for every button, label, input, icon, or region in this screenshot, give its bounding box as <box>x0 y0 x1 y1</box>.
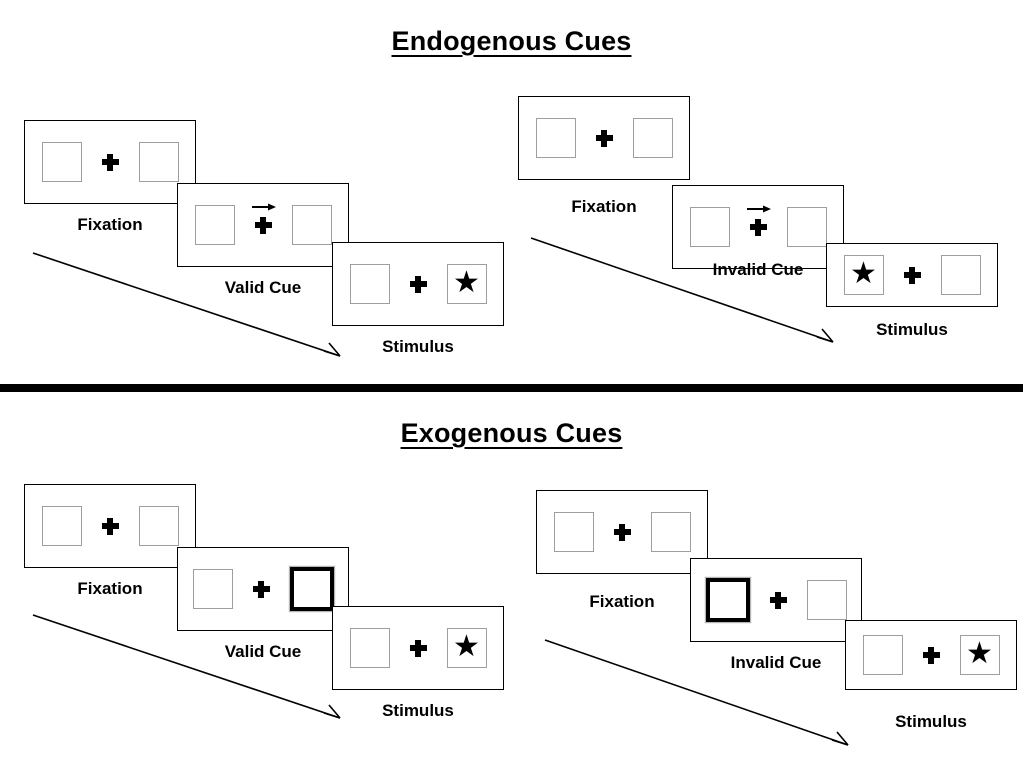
left-box-cued <box>705 578 750 622</box>
left-box-with-target: ★ <box>843 255 884 295</box>
frame-label-fixation: Fixation <box>589 592 655 611</box>
time-arrow-endogenous-valid <box>32 252 341 357</box>
left-box <box>535 118 576 158</box>
frame-content <box>673 186 843 268</box>
frame-exogenous-valid-fixation <box>24 484 196 568</box>
frame-endogenous-valid-stimulus: ★ <box>332 242 504 326</box>
frame-label-valid-cue: Valid Cue <box>224 278 302 297</box>
star-icon: ★ <box>966 637 993 670</box>
frame-label-stimulus: Stimulus <box>876 320 948 339</box>
left-box <box>194 205 235 245</box>
fixation-cross-icon <box>101 517 119 535</box>
right-box-cued <box>289 567 334 611</box>
frame-content <box>25 485 195 567</box>
frame-content: ★ <box>333 243 503 325</box>
frame-label-valid-cue: Valid Cue <box>224 642 302 661</box>
frame-content <box>537 491 707 573</box>
right-box <box>291 205 332 245</box>
frame-label-stimulus: Stimulus <box>895 712 967 731</box>
fixation-cross-icon <box>409 275 427 293</box>
frame-exogenous-invalid-fixation <box>536 490 708 574</box>
left-box <box>553 512 594 552</box>
frame-label-fixation: Fixation <box>571 197 637 216</box>
fixation-cross-icon <box>254 216 272 234</box>
fixation-cross-icon <box>769 591 787 609</box>
frame-content <box>178 184 348 266</box>
fixation-cross-icon <box>922 646 940 664</box>
time-arrow-exogenous-invalid <box>544 639 849 746</box>
right-box <box>138 506 179 546</box>
fixation-cross-icon <box>409 639 427 657</box>
frame-endogenous-invalid-stimulus: ★ <box>826 243 998 307</box>
fixation-cross-icon <box>903 266 921 284</box>
frame-exogenous-valid-stimulus: ★ <box>332 606 504 690</box>
frame-endogenous-invalid-fixation <box>518 96 690 180</box>
right-box <box>806 580 847 620</box>
left-box <box>349 628 390 668</box>
frame-content <box>691 559 861 641</box>
star-icon: ★ <box>453 266 480 299</box>
right-box-with-target: ★ <box>959 635 1000 675</box>
left-box <box>192 569 233 609</box>
left-box <box>349 264 390 304</box>
frame-exogenous-invalid-stimulus: ★ <box>845 620 1017 690</box>
frame-label-stimulus: Stimulus <box>382 337 454 356</box>
frame-label-fixation: Fixation <box>77 579 143 598</box>
fixation-cross-icon <box>252 580 270 598</box>
frame-content: ★ <box>846 621 1016 689</box>
frame-label-fixation: Fixation <box>77 215 143 234</box>
section-title-endogenous: Endogenous Cues <box>391 26 632 56</box>
cue-right-arrow-icon <box>252 203 276 211</box>
time-arrow-endogenous-invalid <box>530 237 834 343</box>
star-icon: ★ <box>453 630 480 663</box>
frame-content <box>178 548 348 630</box>
fixation-cross-icon <box>749 218 767 236</box>
fixation-cross-icon <box>595 129 613 147</box>
right-box-with-target: ★ <box>446 264 487 304</box>
left-box <box>689 207 730 247</box>
frame-content <box>519 97 689 179</box>
frame-content: ★ <box>333 607 503 689</box>
frame-exogenous-valid-cue <box>177 547 349 631</box>
left-box <box>862 635 903 675</box>
right-box <box>650 512 691 552</box>
frame-endogenous-valid-cue <box>177 183 349 267</box>
fixation-cross-icon <box>613 523 631 541</box>
right-box <box>632 118 673 158</box>
frame-exogenous-invalid-cue <box>690 558 862 642</box>
frame-label-invalid-cue: Invalid Cue <box>712 260 804 279</box>
right-box-with-target: ★ <box>446 628 487 668</box>
fixation-cross-icon <box>101 153 119 171</box>
right-box <box>138 142 179 182</box>
frame-label-invalid-cue: Invalid Cue <box>730 653 822 672</box>
frame-endogenous-invalid-cue <box>672 185 844 269</box>
cue-right-arrow-icon <box>747 205 771 213</box>
left-box <box>41 142 82 182</box>
frame-content: ★ <box>827 244 997 306</box>
section-title-exogenous: Exogenous Cues <box>400 418 623 448</box>
frame-label-stimulus: Stimulus <box>382 701 454 720</box>
left-box <box>41 506 82 546</box>
right-box <box>786 207 827 247</box>
time-arrow-exogenous-valid <box>32 614 341 719</box>
star-icon: ★ <box>850 257 877 290</box>
right-box <box>940 255 981 295</box>
section-divider <box>0 384 1023 392</box>
frame-content <box>25 121 195 203</box>
frame-endogenous-valid-fixation <box>24 120 196 204</box>
